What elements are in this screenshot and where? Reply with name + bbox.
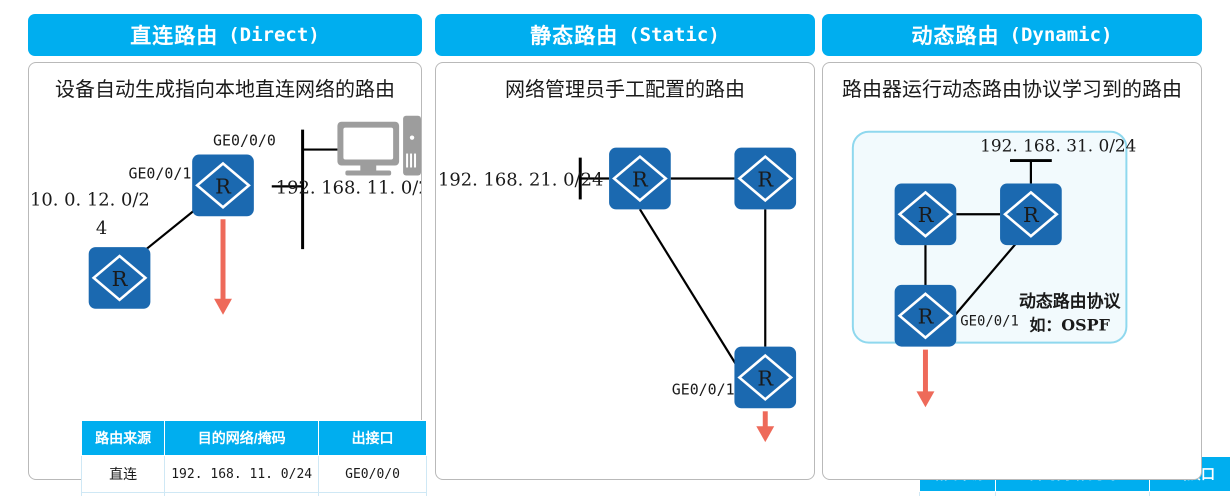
flow-arrow-down	[756, 411, 775, 443]
panel-direct-header: 直连路由 (Direct)	[28, 14, 422, 56]
label-ge0-0-1: GE0/0/1	[128, 164, 191, 182]
cell-source: 静态	[918, 491, 997, 496]
router-topright-icon: R	[1000, 183, 1062, 246]
table-row: 直连 192. 168. 11. 0/24 GE0/0/0	[80, 455, 427, 493]
panel-static-routing: 静态路由 (Static) 网络管理员手工配置的路由 R	[435, 14, 1230, 496]
link-bottomleft-to-topright	[954, 240, 1019, 316]
label-network-192-168-21: 192. 168. 21. 0/24	[438, 169, 603, 190]
panel-static-topology: R R R 192. 168. 21. 0/24 GE0/0/1	[438, 147, 797, 443]
panel-dynamic-title-en: (Dynamic)	[1009, 24, 1113, 46]
flow-arrow-down	[916, 349, 935, 408]
router-bottom-icon: R	[734, 346, 797, 409]
panel-static-header: 静态路由 (Static)	[435, 14, 815, 56]
panel-direct-body: 设备自动生成指向本地直连网络的路由	[28, 62, 427, 496]
dynamic-protocol-domain-box	[851, 130, 1128, 344]
svg-text:R: R	[215, 174, 232, 198]
annotation-protocol-example: 如：OSPF	[1029, 316, 1110, 335]
panel-static-description: 网络管理员手工配置的路由	[505, 79, 745, 101]
panel-dynamic-title-cn: 动态路由	[911, 25, 1000, 48]
router-left-icon: R	[609, 147, 671, 210]
col-outbound-interface: 出接口	[318, 420, 427, 456]
cell-source: 直连	[80, 455, 166, 493]
col-destination-network: 目的网络/掩码	[164, 420, 320, 456]
flow-arrow-down	[214, 219, 232, 315]
annotation-dynamic-protocol: 动态路由协议	[1019, 291, 1122, 311]
label-network-192-168-11: 192. 168. 11. 0/24	[276, 177, 421, 198]
panel-dynamic-topology: R R R 192. 168. 31. 0/24 GE0/0/1 动态路由协议 …	[851, 130, 1136, 408]
label-network-10-0-12-line2: 4	[96, 218, 107, 239]
cell-interface: GE0/0/0	[318, 455, 427, 493]
svg-text:R: R	[918, 305, 935, 329]
svg-text:R: R	[1023, 203, 1040, 227]
panel-direct-title-cn: 直连路由	[130, 25, 219, 48]
label-network-10-0-12-line1: 10. 0. 12. 0/2	[30, 189, 150, 210]
table-row: 静态 192. 168. 21. 0/24 GE0/0/1	[918, 491, 1230, 496]
panel-static-title-cn: 静态路由	[530, 25, 619, 48]
cell-network: 192. 168. 21. 0/24	[995, 491, 1151, 496]
panel-direct-routing: 直连路由 (Direct) 设备自动生成指向本地直连网络的路由	[28, 14, 427, 496]
panel-direct-title-en: (Direct)	[228, 24, 320, 46]
svg-text:R: R	[918, 203, 935, 227]
label-ge0-0-1: GE0/0/1	[672, 380, 735, 398]
router-bottomleft-icon: R	[894, 284, 957, 347]
routing-table-direct: 路由来源 目的网络/掩码 出接口 直连 192. 168. 11. 0/24 G…	[80, 420, 427, 496]
router-peer-icon: R	[88, 247, 151, 309]
router-main-icon: R	[192, 154, 254, 217]
panel-dynamic-routing: 动态路由 (Dynamic) 路由器运行动态路由协议学习到的路由	[822, 14, 1202, 480]
col-route-source: 路由来源	[80, 420, 166, 456]
router-right-icon: R	[734, 147, 797, 210]
panel-dynamic-description: 路由器运行动态路由协议学习到的路由	[842, 79, 1182, 101]
panel-direct-topology: R R GE0/0/0 GE0/0/1 10. 0. 12. 0/2 4 192…	[30, 115, 421, 315]
table-header-row: 路由来源 目的网络/掩码 出接口	[80, 420, 427, 456]
cell-interface: GE0/0/1	[318, 492, 427, 496]
table-row: 直连 10. 0. 12. 0/24 GE0/0/1	[80, 492, 427, 496]
pc-icon	[337, 115, 421, 176]
panel-static-body: 网络管理员手工配置的路由 R	[435, 62, 1230, 496]
label-ge0-0-0: GE0/0/0	[213, 132, 276, 150]
cell-network: 10. 0. 12. 0/24	[164, 492, 320, 496]
router-topleft-icon: R	[894, 183, 957, 246]
link-left-to-bottom	[638, 208, 742, 373]
cell-interface: GE0/0/1	[1149, 491, 1230, 496]
panel-dynamic-header: 动态路由 (Dynamic)	[822, 14, 1202, 56]
svg-text:R: R	[632, 167, 649, 191]
panel-dynamic-body: 路由器运行动态路由协议学习到的路由 R	[822, 62, 1202, 480]
panel-static-title-en: (Static)	[628, 24, 720, 46]
link-router-main-to-peer	[145, 185, 225, 250]
svg-text:R: R	[112, 267, 129, 291]
svg-text:R: R	[757, 167, 774, 191]
label-network-192-168-31: 192. 168. 31. 0/24	[980, 136, 1136, 156]
cell-network: 192. 168. 11. 0/24	[164, 455, 320, 493]
svg-text:R: R	[757, 366, 774, 390]
cell-source: 直连	[80, 492, 166, 496]
panel-direct-description: 设备自动生成指向本地直连网络的路由	[55, 79, 395, 101]
label-ge0-0-1: GE0/0/1	[960, 314, 1019, 330]
